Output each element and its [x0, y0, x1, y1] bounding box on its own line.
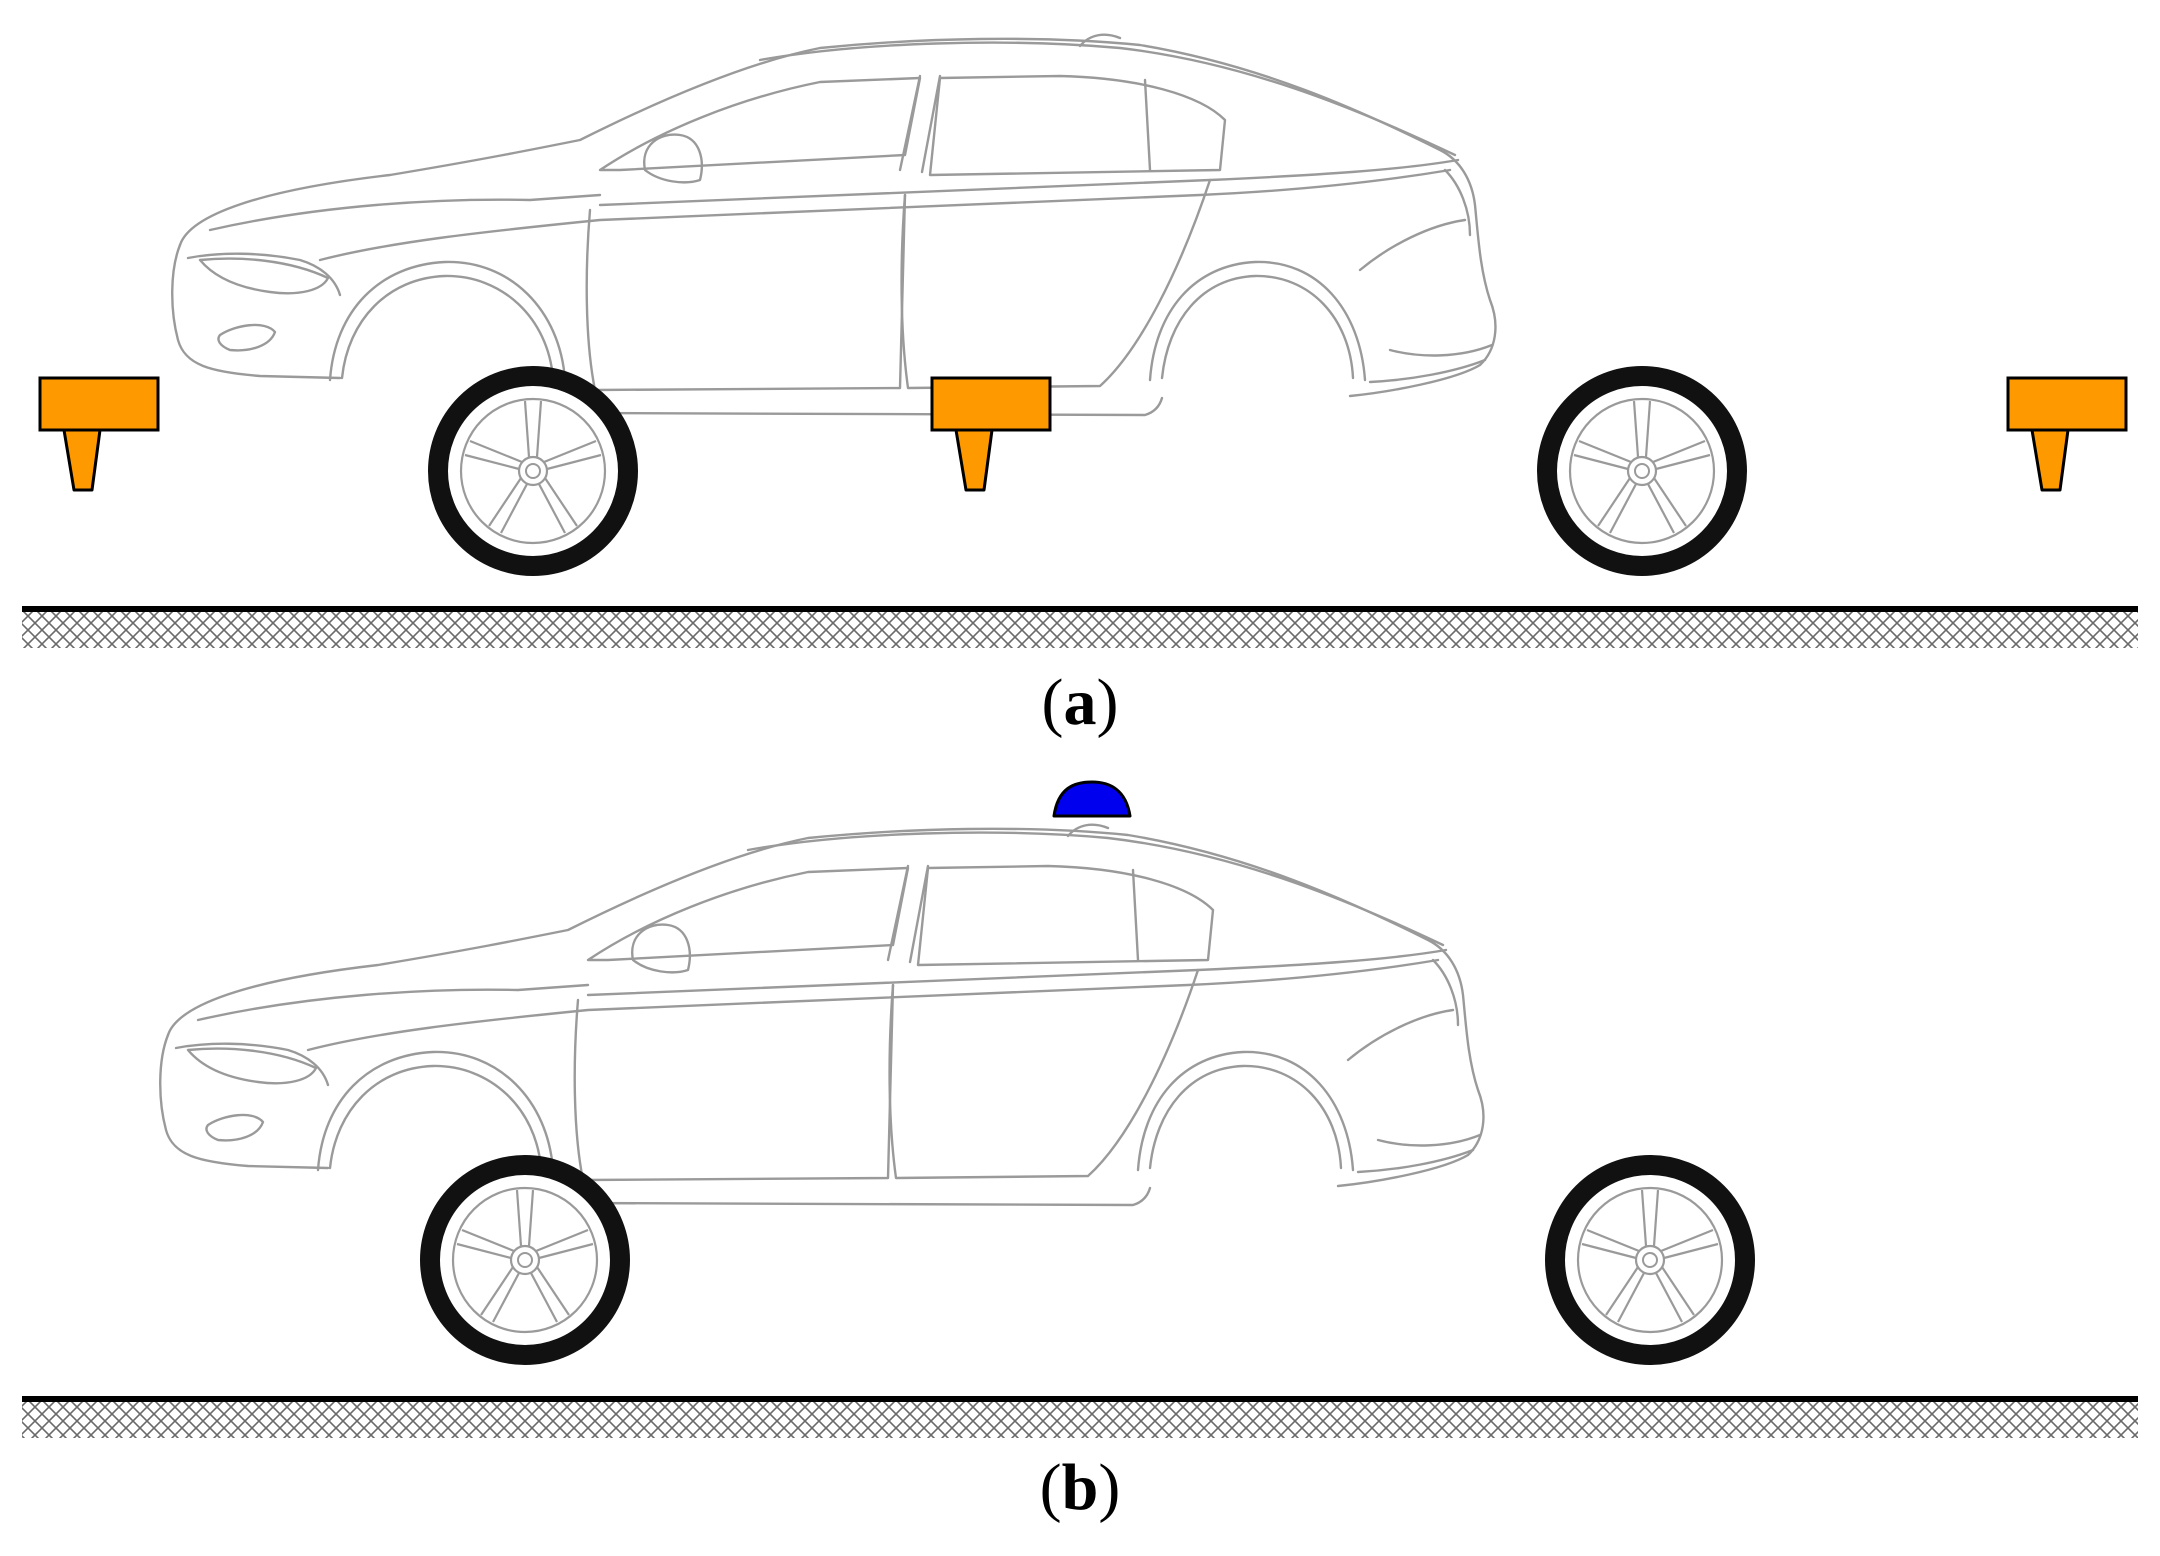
rear-wheel-a: [1547, 376, 1737, 566]
caption-a-close: ): [1096, 666, 1119, 739]
roof-sensor: [1052, 780, 1132, 818]
car-drawing-a: [171, 33, 1497, 417]
ground-sensor-middle: [930, 376, 1052, 492]
front-wheel-b: [430, 1165, 620, 1355]
caption-b-letter: b: [1061, 1451, 1099, 1524]
caption-a-letter: a: [1063, 666, 1097, 739]
rear-wheel-b: [1555, 1165, 1745, 1355]
ground-hatch-b: [22, 1400, 2138, 1438]
panel-a: [22, 33, 2138, 648]
caption-b: (b): [0, 1455, 2160, 1521]
front-wheel-a: [438, 376, 628, 566]
ground-sensor-rear: [2006, 376, 2128, 492]
ground-sensor-front: [38, 376, 160, 492]
caption-b-close: ): [1098, 1451, 1121, 1524]
car-drawing-b: [159, 823, 1485, 1207]
ground-hatch-a: [22, 610, 2138, 648]
caption-a: (a): [0, 670, 2160, 736]
car-body-a: [171, 33, 1497, 417]
caption-b-open: (: [1039, 1451, 1062, 1524]
panel-b: [22, 780, 2138, 1438]
caption-a-open: (: [1041, 666, 1064, 739]
car-body-b: [159, 823, 1485, 1207]
